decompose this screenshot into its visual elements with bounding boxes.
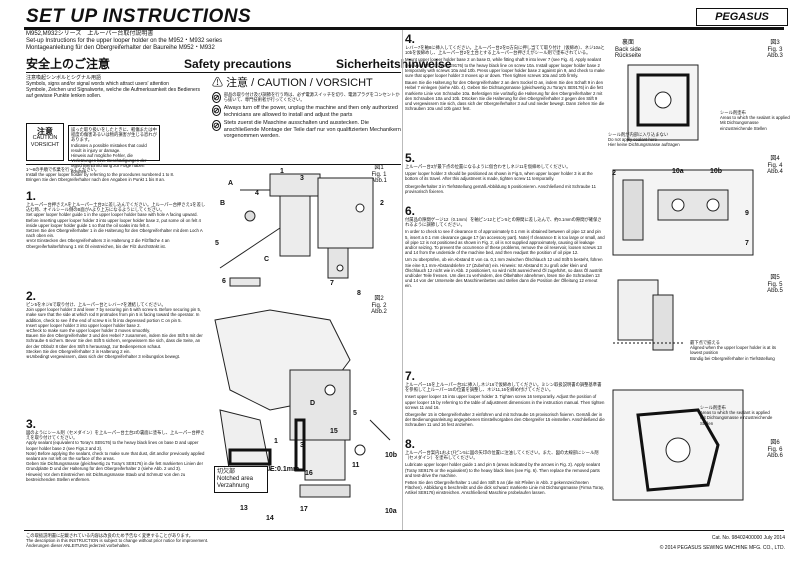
fig1-part-1: 1 bbox=[280, 168, 284, 175]
sealant-note: シール剤が内部に入り込まない Do not apply sealant here… bbox=[608, 132, 680, 148]
safety-item-1: ⊘部品の取り付け及び調節を行う時は、必ず電源スイッチを切り、電源プラグをコンセン… bbox=[212, 92, 401, 139]
brand-logo: PEGASUS bbox=[696, 8, 788, 26]
subtitle-de: Montageanleitung für den Obergreiferhalt… bbox=[26, 45, 215, 51]
figure-4-mounting bbox=[612, 169, 754, 256]
fig2-label: 図2 Fig. 2 Abb.2 bbox=[371, 296, 387, 315]
notch-callout: 切欠部 Notched area Verzahnung bbox=[214, 466, 268, 493]
step-1-number: 1. bbox=[26, 189, 37, 203]
safety-rule bbox=[26, 72, 401, 73]
fig1-part-5: 5 bbox=[215, 240, 219, 247]
fig2-part-3: 3 bbox=[300, 442, 304, 449]
fig1-part-3: 3 bbox=[300, 175, 304, 182]
step-7-number: 7. bbox=[405, 369, 416, 383]
fig2-part-16: 16 bbox=[305, 470, 313, 477]
fig2-part-1: 1 bbox=[274, 438, 278, 445]
step-1: 1. 上ルーパー台押さえAを上ルーパー土台2に差し込んでください。上ルーパー台押… bbox=[26, 189, 206, 249]
step-6-number: 6. bbox=[405, 204, 416, 218]
step-8: 8. 上ルーパー台案内1およびピン5に図の矢印の位置に注油してください。また、図… bbox=[405, 437, 605, 496]
fig1-part-C: C bbox=[264, 256, 270, 263]
step-3: 3. 図のようにシール剤（セメダイン）を上ルーパー台土台2の裏面に塗布し、上ルー… bbox=[26, 417, 205, 482]
subtitle-jp: M952,M932シリーズ 上ルーパー台取付説明書 bbox=[26, 31, 154, 37]
step-8-number: 8. bbox=[405, 437, 416, 451]
step-4: 4. レバー7を軸8に挿入してください。上ルーパー台2をD方向に押し当てて取り付… bbox=[405, 32, 605, 112]
safety-title-de: Sicherheitshinweise bbox=[336, 57, 452, 71]
intro-block: 1〜8の手順で作業を行ってください。 Install the upper loo… bbox=[26, 167, 175, 183]
step-2: 2. ピン5をネジ6で取り付け、上ルーパー台とレバー7を連結してください。 Jo… bbox=[26, 289, 203, 360]
step-5-number: 5. bbox=[405, 151, 416, 165]
step-5: 5. 上ルーパー台3が最下点の位置になるように仮合わせしネジ11を仮締めしてくだ… bbox=[405, 151, 597, 194]
symbols-intro: 注意喚起シンボルとシグナル用語 Symbols, signs and/or si… bbox=[26, 75, 200, 99]
figure-3-back-side bbox=[627, 64, 699, 141]
column-divider bbox=[402, 30, 403, 530]
fig4-part-10b: 10b bbox=[710, 168, 723, 175]
safety-title-jp: 安全上のご注意 bbox=[26, 57, 111, 71]
figure-1-exploded-view bbox=[219, 173, 374, 287]
fig1-part-7: 7 bbox=[330, 280, 334, 287]
lowest-position-note: 最下点で揃える Aligned when the upper looper ho… bbox=[690, 340, 776, 361]
fig2-part-13: 13 bbox=[240, 505, 248, 512]
sealant-legend-fig3: シール剤塗布 Areas to which the sealant is app… bbox=[720, 110, 790, 131]
fig2-part-5: 5 bbox=[353, 410, 357, 417]
fig2-part-14: 14 bbox=[266, 515, 274, 522]
subtitle-en: Set-up Instructions for the upper looper… bbox=[26, 38, 223, 44]
sealant-legend-fig6: シール剤塗布 Areas to which the sealant is app… bbox=[700, 405, 773, 426]
figure-2-assembly bbox=[214, 309, 391, 498]
fig4-part-9: 9 bbox=[745, 210, 749, 217]
fig1-part-2: 2 bbox=[380, 200, 384, 207]
header-subtitles: M952,M932シリーズ 上ルーパー台取付説明書 Set-up Instruc… bbox=[26, 31, 326, 52]
fig2-part-17: 17 bbox=[300, 506, 308, 513]
fig1-part-8: 8 bbox=[357, 290, 361, 297]
caution-description: 誤った取り扱いをしたときに、軽傷または中程度の傷害あるいは物的損害が生じる恐れが… bbox=[68, 125, 160, 174]
fig4-label: 図4 Fig. 4 Abb.4 bbox=[767, 156, 783, 175]
back-side-label: 裏面 Back side Rückseite bbox=[614, 40, 642, 59]
caution-heading: ⚠ 注意 / CAUTION / VORSICHT bbox=[212, 77, 373, 89]
fig2-part-15: 15 bbox=[330, 428, 338, 435]
fig3-label: 図3 Fig. 3 Abb.3 bbox=[767, 40, 783, 59]
fig5-label: 図5 Fig. 5 Abb.5 bbox=[767, 275, 783, 294]
footer-copyright: © 2014 PEGASUS SEWING MACHINE MFG. CO., … bbox=[659, 545, 785, 551]
step-6: 6. 付属品の隙間ゲージ12（0.1mm）を軸ピン12とピン5との隙間に差し込ん… bbox=[405, 204, 605, 289]
no-power-icon-de: ⊘ bbox=[212, 120, 221, 131]
step-7: 7. 上ルーパー15を上ルーパー台3に挿入しネジ16で仮締めしてください。ミシン… bbox=[405, 369, 605, 428]
footer-catalog: Cat. No. 98402400000 July 2014 bbox=[711, 535, 785, 541]
fig4-part-2: 2 bbox=[612, 170, 616, 177]
fig1-part-A: A bbox=[228, 180, 234, 187]
step-2-number: 2. bbox=[26, 289, 37, 303]
fig2-part-11: 11 bbox=[352, 462, 360, 469]
safety-title-en: Safety precautions bbox=[184, 57, 292, 71]
fig1-part-B: B bbox=[220, 200, 226, 207]
fig4-part-10a: 10a bbox=[672, 168, 684, 175]
footer-rule bbox=[24, 530, 784, 531]
warning-triangle-icon: ⚠ bbox=[212, 77, 223, 89]
fig4-part-7: 7 bbox=[745, 240, 749, 247]
no-power-icon: ⊘ bbox=[212, 92, 221, 103]
fig2-part-10a: 10a bbox=[385, 508, 397, 515]
fig1-label: 図1 Fig. 1 Abb.1 bbox=[371, 165, 387, 184]
fig2-part-10b: 10b bbox=[385, 452, 398, 459]
figure-5-bottom-position bbox=[613, 279, 683, 351]
fig1-part-6: 6 bbox=[222, 278, 226, 285]
section-rule bbox=[26, 164, 401, 165]
document-title: SET UP INSTRUCTIONS bbox=[26, 6, 252, 27]
fig6-label: 図6 Fig. 6 Abb.6 bbox=[767, 440, 783, 459]
figure-6-sealant-areas bbox=[612, 389, 744, 501]
no-power-icon-en: ⊘ bbox=[212, 105, 221, 116]
clearance-E-label: E:0.1mm bbox=[270, 466, 300, 473]
caution-symbol: 注意 CAUTION VORSICHT bbox=[26, 123, 64, 161]
fig2-part-D: D bbox=[310, 400, 316, 407]
header-rule bbox=[24, 27, 784, 30]
step-3-number: 3. bbox=[26, 417, 37, 431]
fig1-part-4: 4 bbox=[255, 190, 259, 197]
footer-disclaimer: この取扱説明書に記載されている内容は改良のため予告なく変更することがあります。 … bbox=[26, 533, 209, 549]
step-4-number: 4. bbox=[405, 32, 416, 46]
